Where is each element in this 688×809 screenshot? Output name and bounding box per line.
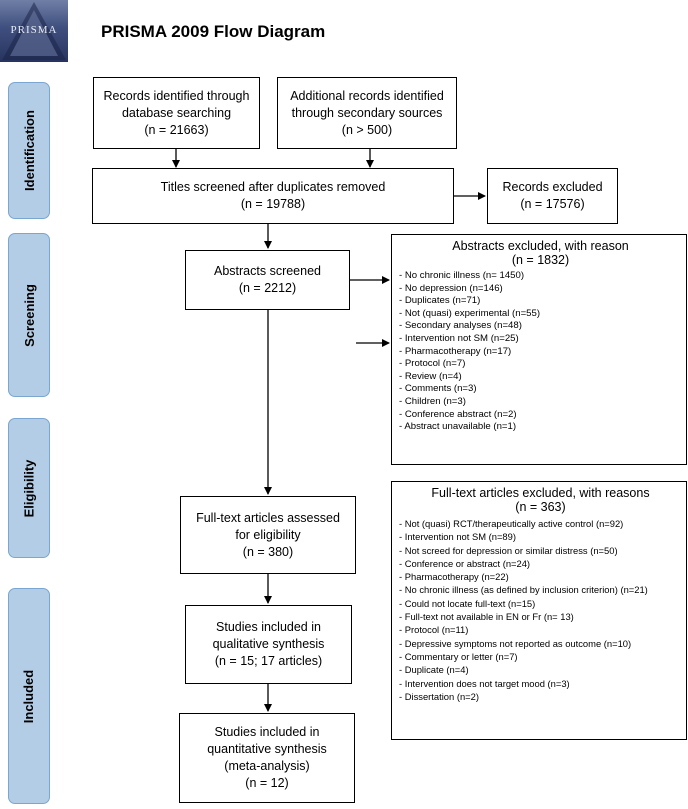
list-item: - Secondary analyses (n=48)	[399, 320, 522, 332]
stage-eligibility: Eligibility	[8, 418, 50, 558]
list-item: - No chronic illness (n= 1450)	[399, 270, 525, 281]
box-count: (n = 12)	[245, 776, 289, 790]
box-count: (n = 17576)	[520, 197, 585, 211]
box-text: (meta-analysis)	[224, 759, 310, 773]
box-text: Abstracts screened	[214, 264, 321, 278]
exclusion-count: (n = 1832)	[511, 253, 570, 267]
box-text: Additional records identified	[290, 88, 444, 103]
abstracts-exclusion-list: - No chronic illness (n= 1450) - No depr…	[399, 270, 682, 434]
exclusion-count: (n = 363)	[515, 500, 566, 514]
box-text: quantitative synthesis	[207, 742, 327, 756]
list-item: - Pharmacotherapy (n=17)	[399, 345, 512, 357]
box-count: (n = 21663)	[144, 122, 209, 137]
list-item: - Not (quasi) experimental (n=55)	[399, 307, 541, 319]
box-count: (n = 15; 17 articles)	[214, 654, 323, 668]
exclusion-heading: Abstracts excluded, with reason	[452, 239, 629, 253]
box-text: Studies included in	[216, 620, 321, 634]
box-count: (n = 380)	[242, 544, 294, 559]
list-item: - Pharmacotherapy (n=22)	[399, 571, 509, 583]
box-abstracts-screened: Abstracts screened (n = 2212)	[185, 250, 350, 310]
box-text: Records identified through	[103, 88, 250, 103]
list-item: - Duplicate (n=4)	[399, 664, 469, 676]
list-item: - Not screed for depression or similar d…	[399, 544, 618, 556]
list-item: - Abstract unavailable (n=1)	[399, 421, 517, 433]
box-text: database searching	[121, 105, 232, 120]
prisma-triangle-icon	[2, 2, 66, 60]
box-text: Studies included in	[214, 725, 320, 739]
list-item: - Dissertation (n=2)	[399, 690, 479, 702]
box-fulltext-assessed: Full-text articles assessed for eligibil…	[180, 496, 356, 574]
list-item: - Intervention not SM (n=25)	[399, 332, 519, 344]
box-database-records: Records identified through database sear…	[93, 77, 260, 149]
box-text: Titles screened after duplicates removed	[160, 180, 386, 194]
exclusion-heading: Full-text articles excluded, with reason…	[431, 486, 650, 500]
box-after-duplicates: Titles screened after duplicates removed…	[92, 168, 454, 224]
logo-text: PRISMA	[10, 24, 58, 36]
page-title: PRISMA 2009 Flow Diagram	[101, 22, 326, 41]
stage-identification: Identification	[8, 82, 50, 219]
list-item: - Commentary or letter (n=7)	[399, 650, 518, 662]
list-item: - Intervention not SM (n=89)	[399, 531, 516, 543]
list-item: - No depression (n=146)	[399, 282, 503, 294]
list-item: - Depressive symptoms not reported as ou…	[399, 637, 632, 649]
box-records-excluded: Records excluded (n = 17576)	[487, 168, 618, 224]
box-additional-records: Additional records identified through se…	[277, 77, 457, 149]
list-item: - Could not locate full-text (n=15)	[399, 597, 536, 609]
stage-included: Included	[8, 588, 50, 804]
box-qualitative-synthesis: Studies included in qualitative synthesi…	[185, 605, 352, 684]
list-item: - Duplicates (n=71)	[399, 295, 481, 307]
list-item: - Protocol (n=7)	[399, 358, 466, 370]
prisma-logo: PRISMA	[0, 0, 68, 62]
list-item: - Comments (n=3)	[399, 383, 477, 395]
box-text: Full-text articles assessed	[196, 510, 340, 525]
box-text: through secondary sources	[291, 105, 443, 120]
box-text: Records excluded	[502, 180, 603, 194]
box-text: for eligibility	[235, 527, 301, 542]
box-fulltext-excluded: Full-text articles excluded, with reason…	[391, 481, 687, 740]
list-item: - Full-text not available in EN or Fr (n…	[399, 611, 574, 623]
fulltext-exclusion-list: - Not (quasi) RCT/therapeutically active…	[399, 517, 682, 703]
box-text: qualitative synthesis	[212, 637, 325, 651]
list-item: - Review (n=4)	[399, 370, 462, 382]
box-count: (n > 500)	[341, 122, 393, 137]
list-item: - Intervention does not target mood (n=3…	[399, 677, 570, 689]
box-count: (n = 19788)	[240, 197, 306, 211]
box-abstracts-excluded: Abstracts excluded, with reason (n = 183…	[391, 234, 687, 465]
box-quantitative-synthesis: Studies included in quantitative synthes…	[179, 713, 355, 803]
list-item: - Not (quasi) RCT/therapeutically active…	[399, 518, 624, 529]
list-item: - Protocol (n=11)	[399, 624, 469, 636]
list-item: - Conference abstract (n=2)	[399, 408, 517, 420]
stage-screening: Screening	[8, 233, 50, 397]
list-item: - Children (n=3)	[399, 395, 466, 407]
list-item: - Conference or abstract (n=24)	[399, 557, 531, 569]
list-item: - No chronic illness (as defined by incl…	[399, 584, 648, 596]
box-count: (n = 2212)	[238, 281, 297, 295]
